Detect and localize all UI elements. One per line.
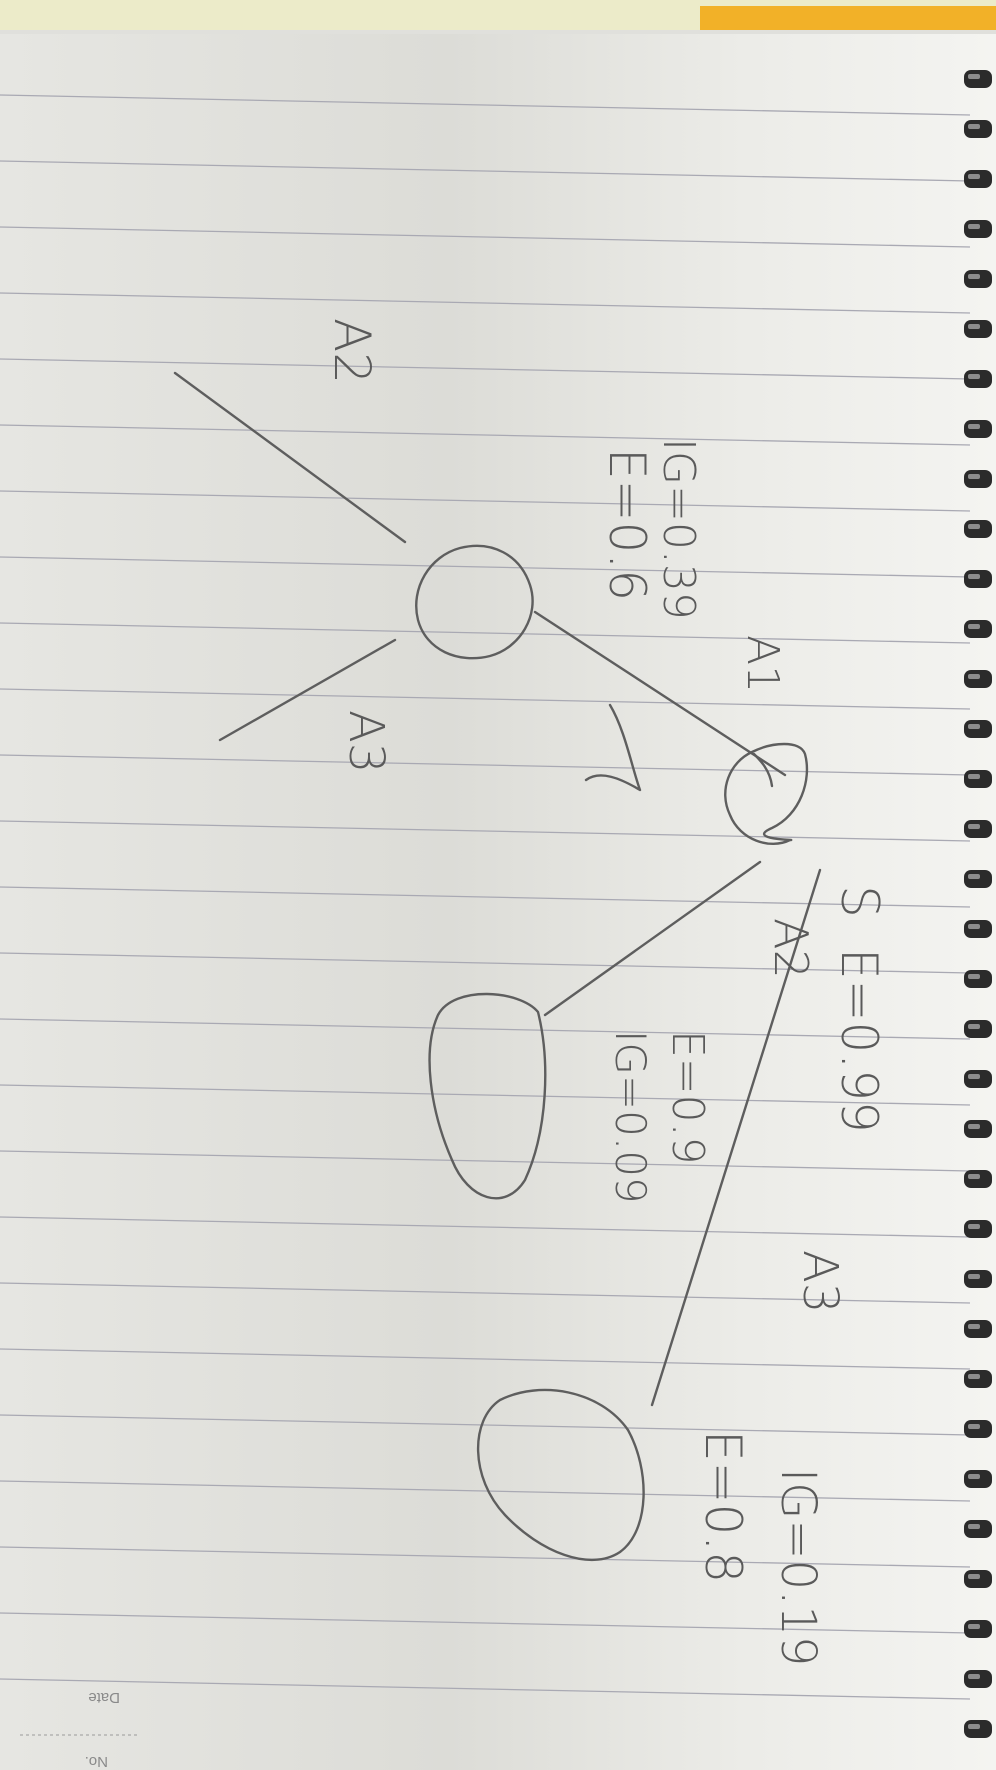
edge-root-a1 [533, 610, 787, 777]
rule-line [0, 556, 971, 578]
rule-line [0, 754, 971, 776]
edge-root-a3 [650, 868, 822, 1407]
rule-line [0, 622, 971, 644]
rule-line [0, 1546, 971, 1568]
rule-line [0, 1084, 971, 1106]
root-node [724, 742, 809, 845]
branch-a3-info-gain: IG=0.19 [770, 1468, 826, 1666]
rule-line [0, 1282, 971, 1304]
rule-line [0, 820, 971, 842]
child-branch-a3-label: A3 [338, 710, 394, 773]
branch-a1-label: A1 [737, 635, 788, 693]
rule-line [0, 1480, 971, 1502]
edge-child-a2 [173, 371, 407, 544]
rule-line [0, 160, 971, 182]
rule-line [0, 1018, 971, 1040]
root-entropy: E=0.99 [830, 948, 888, 1133]
rule-line [0, 952, 971, 974]
date-label: Date [88, 1689, 120, 1706]
child-branch-a2-label: A2 [323, 318, 381, 384]
rule-line [0, 226, 971, 248]
rule-line [0, 1678, 971, 1700]
rule-line [0, 1150, 971, 1172]
rule-line [0, 1216, 971, 1238]
child-node-a2 [428, 992, 547, 1200]
rule-line [0, 424, 971, 446]
rule-line [0, 1414, 971, 1436]
branch-a3-label: A3 [792, 1250, 848, 1313]
ruled-lines [0, 94, 971, 1700]
check-mark-icon [584, 703, 642, 792]
rule-line [0, 1348, 971, 1370]
rule-line [0, 292, 971, 314]
number-label: No. [85, 1753, 108, 1770]
child-node-a3 [476, 1388, 645, 1562]
branch-a1-info-gain: IG=0.39 [653, 438, 704, 620]
root-label: S [829, 885, 889, 918]
rule-line [0, 490, 971, 512]
branch-a2-entropy: E=0.9 [662, 1030, 713, 1165]
rule-line [0, 358, 971, 380]
branch-a2-info-gain: IG=0.09 [606, 1030, 655, 1204]
branch-a3-entropy: E=0.8 [694, 1430, 752, 1583]
rule-line [0, 1612, 971, 1634]
spiral-binding [964, 70, 992, 1738]
child-node-a1 [415, 544, 534, 660]
branch-a2-label: A2 [764, 918, 818, 979]
branch-a1-entropy: E=0.6 [598, 448, 656, 601]
edge-root-a2 [543, 860, 762, 1017]
rule-line [0, 688, 971, 710]
cover-yellow-tab [700, 6, 996, 34]
rule-line [0, 94, 971, 116]
edge-child-a3 [218, 638, 397, 742]
